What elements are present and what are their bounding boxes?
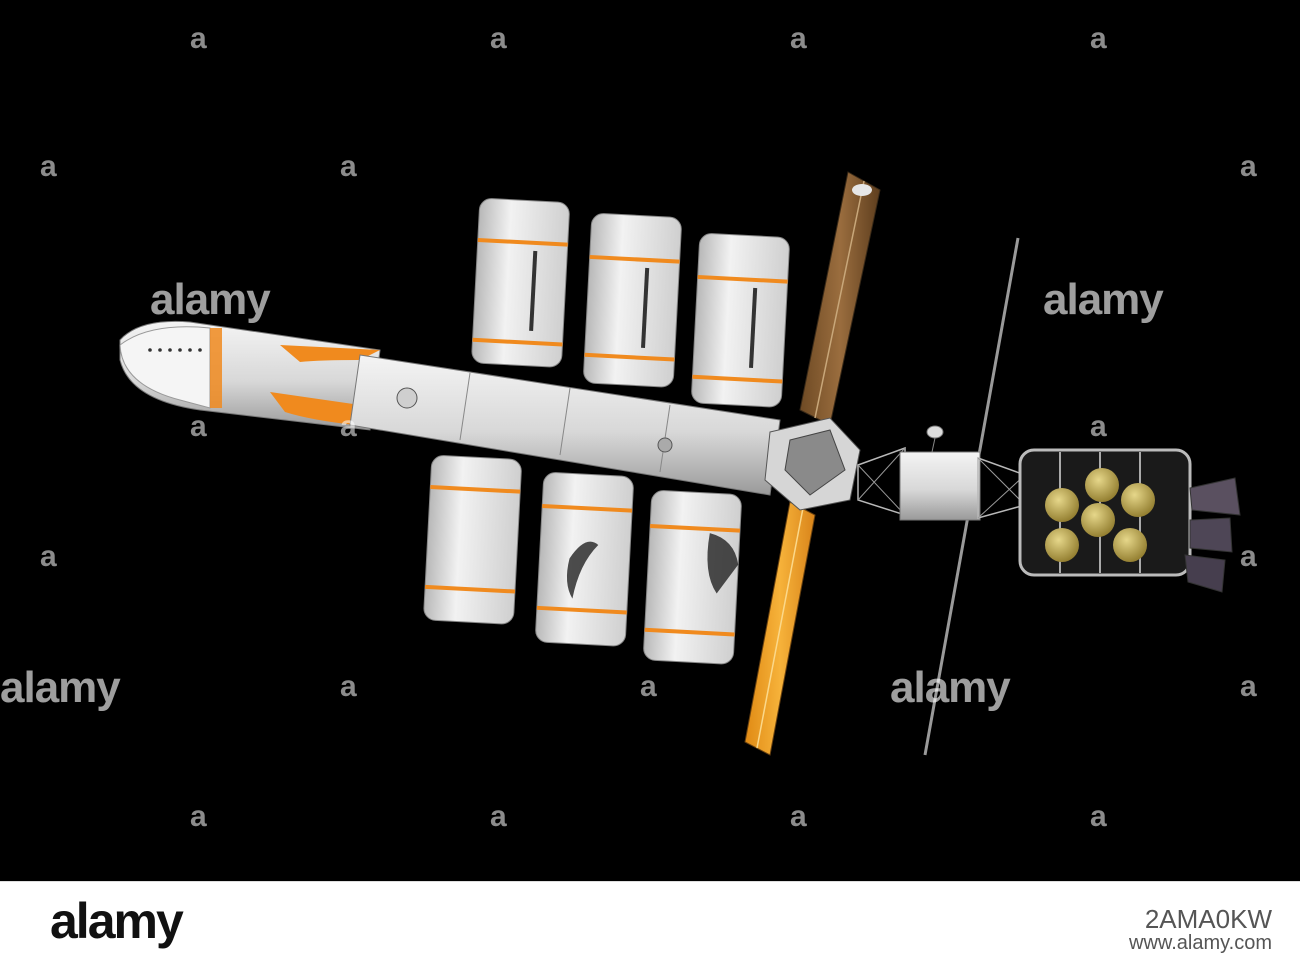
watermark-mark: a (340, 670, 357, 703)
lattice-connector (857, 425, 1026, 521)
watermark-mark: a (790, 22, 807, 55)
watermark-mark: a (1090, 800, 1107, 833)
watermark-mark: a (1090, 22, 1107, 55)
stock-footer-bar: alamy 2AMA0KW www.alamy.com (0, 881, 1300, 957)
watermark-text: alamy (150, 275, 271, 324)
image-id: 2AMA0KW (1144, 904, 1272, 934)
spacecraft-illustration (119, 171, 1241, 756)
engine-nozzles (1184, 477, 1241, 593)
watermark-mark: a (40, 540, 57, 573)
watermark-mark: a (190, 410, 207, 443)
upper-habitat-modules (471, 198, 790, 408)
watermark-mark: a (1240, 670, 1257, 703)
docking-hub (764, 417, 861, 511)
watermark-text: alamy (0, 663, 121, 712)
watermark-mark: a (490, 22, 507, 55)
watermark-text: alamy (1043, 275, 1164, 324)
watermark-mark: a (40, 150, 57, 183)
watermark-mark: a (790, 800, 807, 833)
watermark-text: alamy (890, 663, 1011, 712)
watermark-mark: a (1090, 410, 1107, 443)
watermark-mark: a (340, 150, 357, 183)
lower-habitat-modules (423, 455, 742, 665)
watermark-mark: a (190, 800, 207, 833)
watermark-mark: a (1240, 540, 1257, 573)
watermark-mark: a (340, 410, 357, 443)
site-url: www.alamy.com (1129, 932, 1272, 954)
watermark-mark: a (640, 670, 657, 703)
watermark-mark: a (190, 22, 207, 55)
watermark-mark: a (490, 800, 507, 833)
fuel-cage (1018, 448, 1192, 577)
footer-logo: alamy (50, 893, 184, 949)
central-hull (349, 354, 781, 496)
solar-panel-upper (799, 171, 881, 426)
watermark-mark: a (1240, 150, 1257, 183)
solar-panel-lower (744, 501, 816, 756)
nose-section (119, 320, 381, 431)
image-canvas: alamy alamy alamy alamy a a a a a a a a … (0, 22, 1257, 833)
